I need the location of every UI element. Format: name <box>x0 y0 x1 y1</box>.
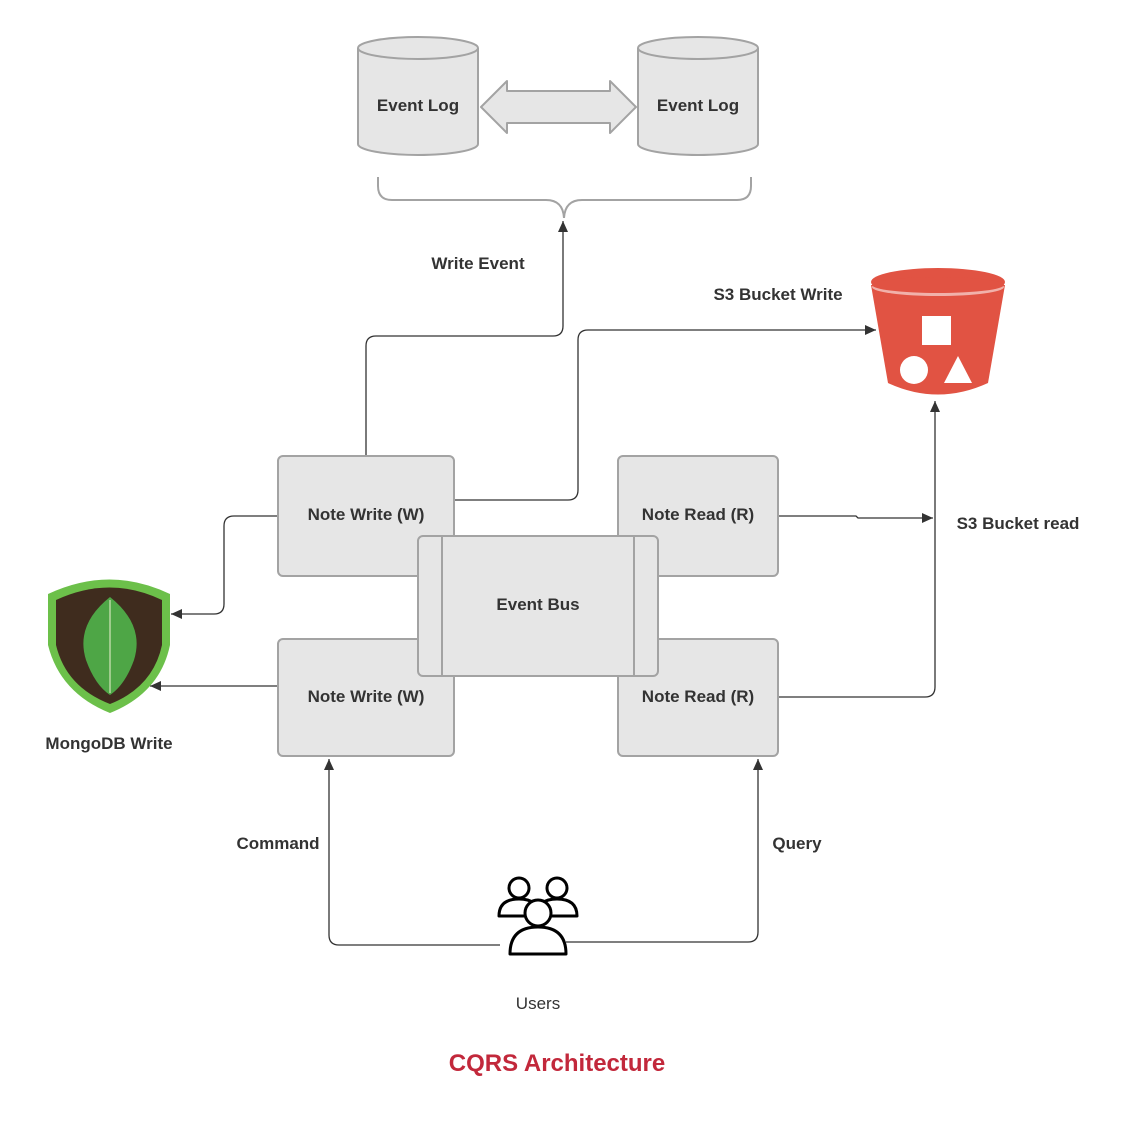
event-log-left-label: Event Log <box>377 96 459 115</box>
event-log-right-cylinder[interactable]: Event Log <box>637 36 759 156</box>
note-read-bottom-label: Note Read (R) <box>642 687 754 706</box>
query-connector <box>566 759 763 943</box>
s3-write-connector <box>454 325 876 501</box>
note-read-top-label: Note Read (R) <box>642 505 754 524</box>
event-log-left-cylinder[interactable]: Event Log <box>357 36 479 156</box>
note-write-bottom-label: Note Write (W) <box>308 687 425 706</box>
users-label: Users <box>516 994 560 1013</box>
s3-bucket-icon <box>871 268 1005 395</box>
note-write-bottom-box[interactable]: Note Write (W) <box>277 638 455 757</box>
s3-read-top-connector <box>778 513 933 523</box>
mongodb-write-label: MongoDB Write <box>45 734 172 753</box>
query-label: Query <box>772 834 822 853</box>
mongo-top-connector <box>171 515 278 619</box>
s3-bucket-read-label: S3 Bucket read <box>957 514 1080 533</box>
write-event-label: Write Event <box>431 254 525 273</box>
command-connector <box>324 759 500 946</box>
note-write-top-box[interactable]: Note Write (W) <box>277 455 455 577</box>
s3-read-bottom-connector <box>778 401 940 698</box>
event-bus-box[interactable]: Event Bus <box>417 535 659 677</box>
replication-double-arrow <box>480 80 637 134</box>
diagram-title: CQRS Architecture <box>449 1050 666 1077</box>
note-write-top-label: Note Write (W) <box>308 505 425 524</box>
command-label: Command <box>236 834 319 853</box>
write-event-connector <box>365 221 568 456</box>
users-group-icon <box>497 876 579 956</box>
event-log-right-label: Event Log <box>657 96 739 115</box>
mongodb-leaf-icon <box>48 579 170 713</box>
s3-bucket-write-label: S3 Bucket Write <box>713 285 842 304</box>
event-log-brace <box>377 177 752 219</box>
event-bus-label: Event Bus <box>496 595 579 614</box>
